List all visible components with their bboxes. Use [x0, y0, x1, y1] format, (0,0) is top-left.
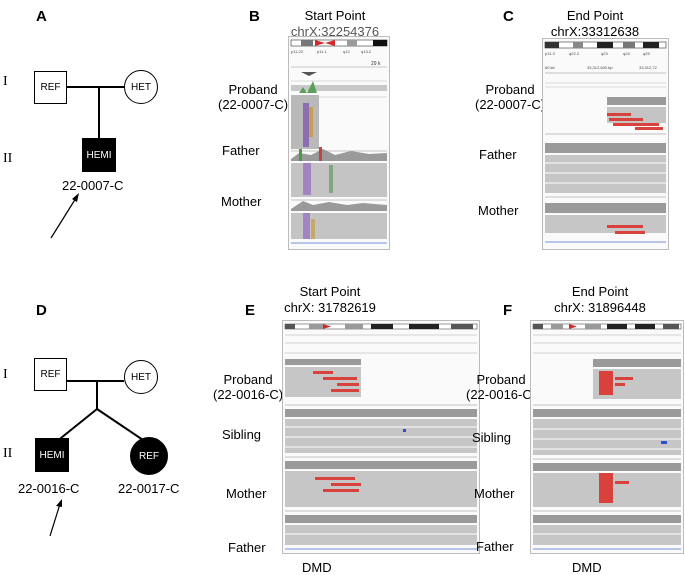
panel-f-mother-reads — [533, 463, 681, 512]
panel-b-row-father: Father — [222, 143, 260, 158]
proband-arrow-d — [49, 499, 62, 537]
panel-b-proband-reads — [291, 81, 387, 152]
panel-b-band-4: q13.2 — [361, 49, 372, 54]
proband-square-d: HEMI — [35, 438, 69, 472]
father-square-d: REF — [34, 358, 67, 391]
panel-c-father-reads — [545, 143, 666, 198]
panel-f-title-line1: End Point — [571, 284, 629, 299]
panel-c-title: End Point chrX:33312638 — [525, 8, 665, 40]
panel-b-igv-view: p11.22 p11.1 q12 q13.2 29 k — [288, 36, 390, 250]
panel-b-row-proband: Proband (22-0007-C) — [218, 82, 289, 112]
panel-c-mother-reads — [545, 203, 666, 243]
sibship-lines — [55, 408, 147, 443]
panel-e-proband-reads — [285, 359, 477, 406]
panel-c-igv-view: p11.3 q22.2 q23 q24 q25 60 kb 33,312,600… — [542, 38, 669, 250]
sibling-id-d: 22-0017-C — [118, 481, 180, 496]
panel-c-band-3: q23 — [601, 51, 608, 56]
panel-c-title-line2: chrX:33312638 — [550, 24, 640, 39]
panel-b-title: Start Point chrX:32254376 — [265, 8, 405, 40]
panel-c-ruler-right: 33,312,72 — [639, 65, 658, 70]
panel-c-band-2: q22.2 — [569, 51, 580, 56]
panel-e-gene-label: DMD — [302, 560, 332, 575]
generation-label-ii: II — [3, 151, 13, 166]
proband-square: HEMI — [82, 138, 116, 172]
mother-circle-d: HET — [124, 360, 158, 394]
panel-f-title-line2: chrX: 31896448 — [554, 300, 646, 315]
panel-c-band-1: p11.3 — [545, 51, 555, 56]
generation-label-i: I — [3, 74, 8, 89]
descent-line — [98, 86, 100, 139]
panel-letter-b: B — [249, 8, 260, 25]
panel-e-title-line2: chrX: 31782619 — [284, 300, 376, 315]
panel-e-igv-view — [282, 320, 480, 554]
panel-e-title-line1: Start Point — [299, 284, 361, 299]
panel-c-row-proband: Proband (22-0007-C) — [475, 82, 546, 112]
panel-e-sibling-reads — [285, 409, 477, 458]
panel-e-row-sibling: Sibling — [222, 427, 262, 442]
panel-f-title: End Point chrX: 31896448 — [525, 284, 675, 316]
panel-f-row-proband: Proband (22-0016-C) — [466, 372, 537, 402]
panel-f-father-reads — [533, 515, 681, 550]
marriage-line-d — [67, 380, 124, 382]
panel-e-row-mother: Mother — [226, 486, 267, 501]
panel-b-mother-reads — [291, 201, 387, 244]
mother-circle: HET — [124, 70, 158, 104]
panel-letter-a: A — [36, 8, 47, 25]
panel-c-row-father: Father — [479, 147, 517, 162]
panel-e-father-reads — [285, 515, 477, 550]
panel-f-gene-label: DMD — [572, 560, 602, 575]
panel-e-row-father: Father — [228, 540, 266, 555]
panel-f-row-father: Father — [476, 539, 514, 554]
panel-f-proband-reads — [533, 359, 681, 406]
panel-c-proband-reads — [545, 97, 666, 135]
proband-id: 22-0007-C — [62, 178, 124, 193]
generation-label-ii-d: II — [3, 446, 13, 461]
panel-e-title: Start Point chrX: 31782619 — [255, 284, 405, 316]
panel-letter-e: E — [245, 302, 256, 319]
panel-c-band-5: q25 — [643, 51, 650, 56]
panel-c-title-line1: End Point — [566, 8, 624, 23]
panel-b-scale-label: 29 k — [371, 61, 381, 67]
sibling-circle-d: REF — [130, 437, 168, 475]
panel-b-father-reads — [291, 147, 387, 201]
panel-b-band-3: q12 — [343, 49, 350, 54]
panel-c-row-mother: Mother — [478, 203, 519, 218]
panel-letter-f: F — [503, 302, 513, 319]
panel-f-row-mother: Mother — [474, 486, 515, 501]
proband-arrow — [50, 193, 79, 239]
panel-letter-d: D — [36, 302, 47, 319]
descent-line-d — [96, 380, 98, 410]
panel-e-row-proband: Proband (22-0016-C) — [213, 372, 284, 402]
panel-letter-c: C — [503, 8, 514, 25]
panel-f-igv-view — [530, 320, 684, 554]
proband-id-d: 22-0016-C — [18, 481, 80, 496]
panel-f-row-sibling: Sibling — [472, 430, 512, 445]
panel-c-band-4: q24 — [623, 51, 630, 56]
marriage-line — [67, 86, 124, 88]
father-square: REF — [34, 71, 67, 104]
panel-e-mother-reads — [285, 461, 477, 512]
panel-b-band-2: p11.1 — [317, 49, 327, 54]
generation-label-i-d: I — [3, 367, 8, 382]
panel-c-ruler-left: 60 kb — [545, 65, 556, 70]
panel-b-row-mother: Mother — [221, 194, 262, 209]
panel-f-sibling-reads — [533, 409, 681, 460]
panel-b-title-line1: Start Point — [304, 8, 366, 23]
panel-c-ruler-mid: 33,312,600 bp — [587, 65, 613, 70]
panel-b-band-1: p11.22 — [291, 49, 304, 54]
panel-b-title-line2: chrX:32254376 — [290, 24, 380, 39]
